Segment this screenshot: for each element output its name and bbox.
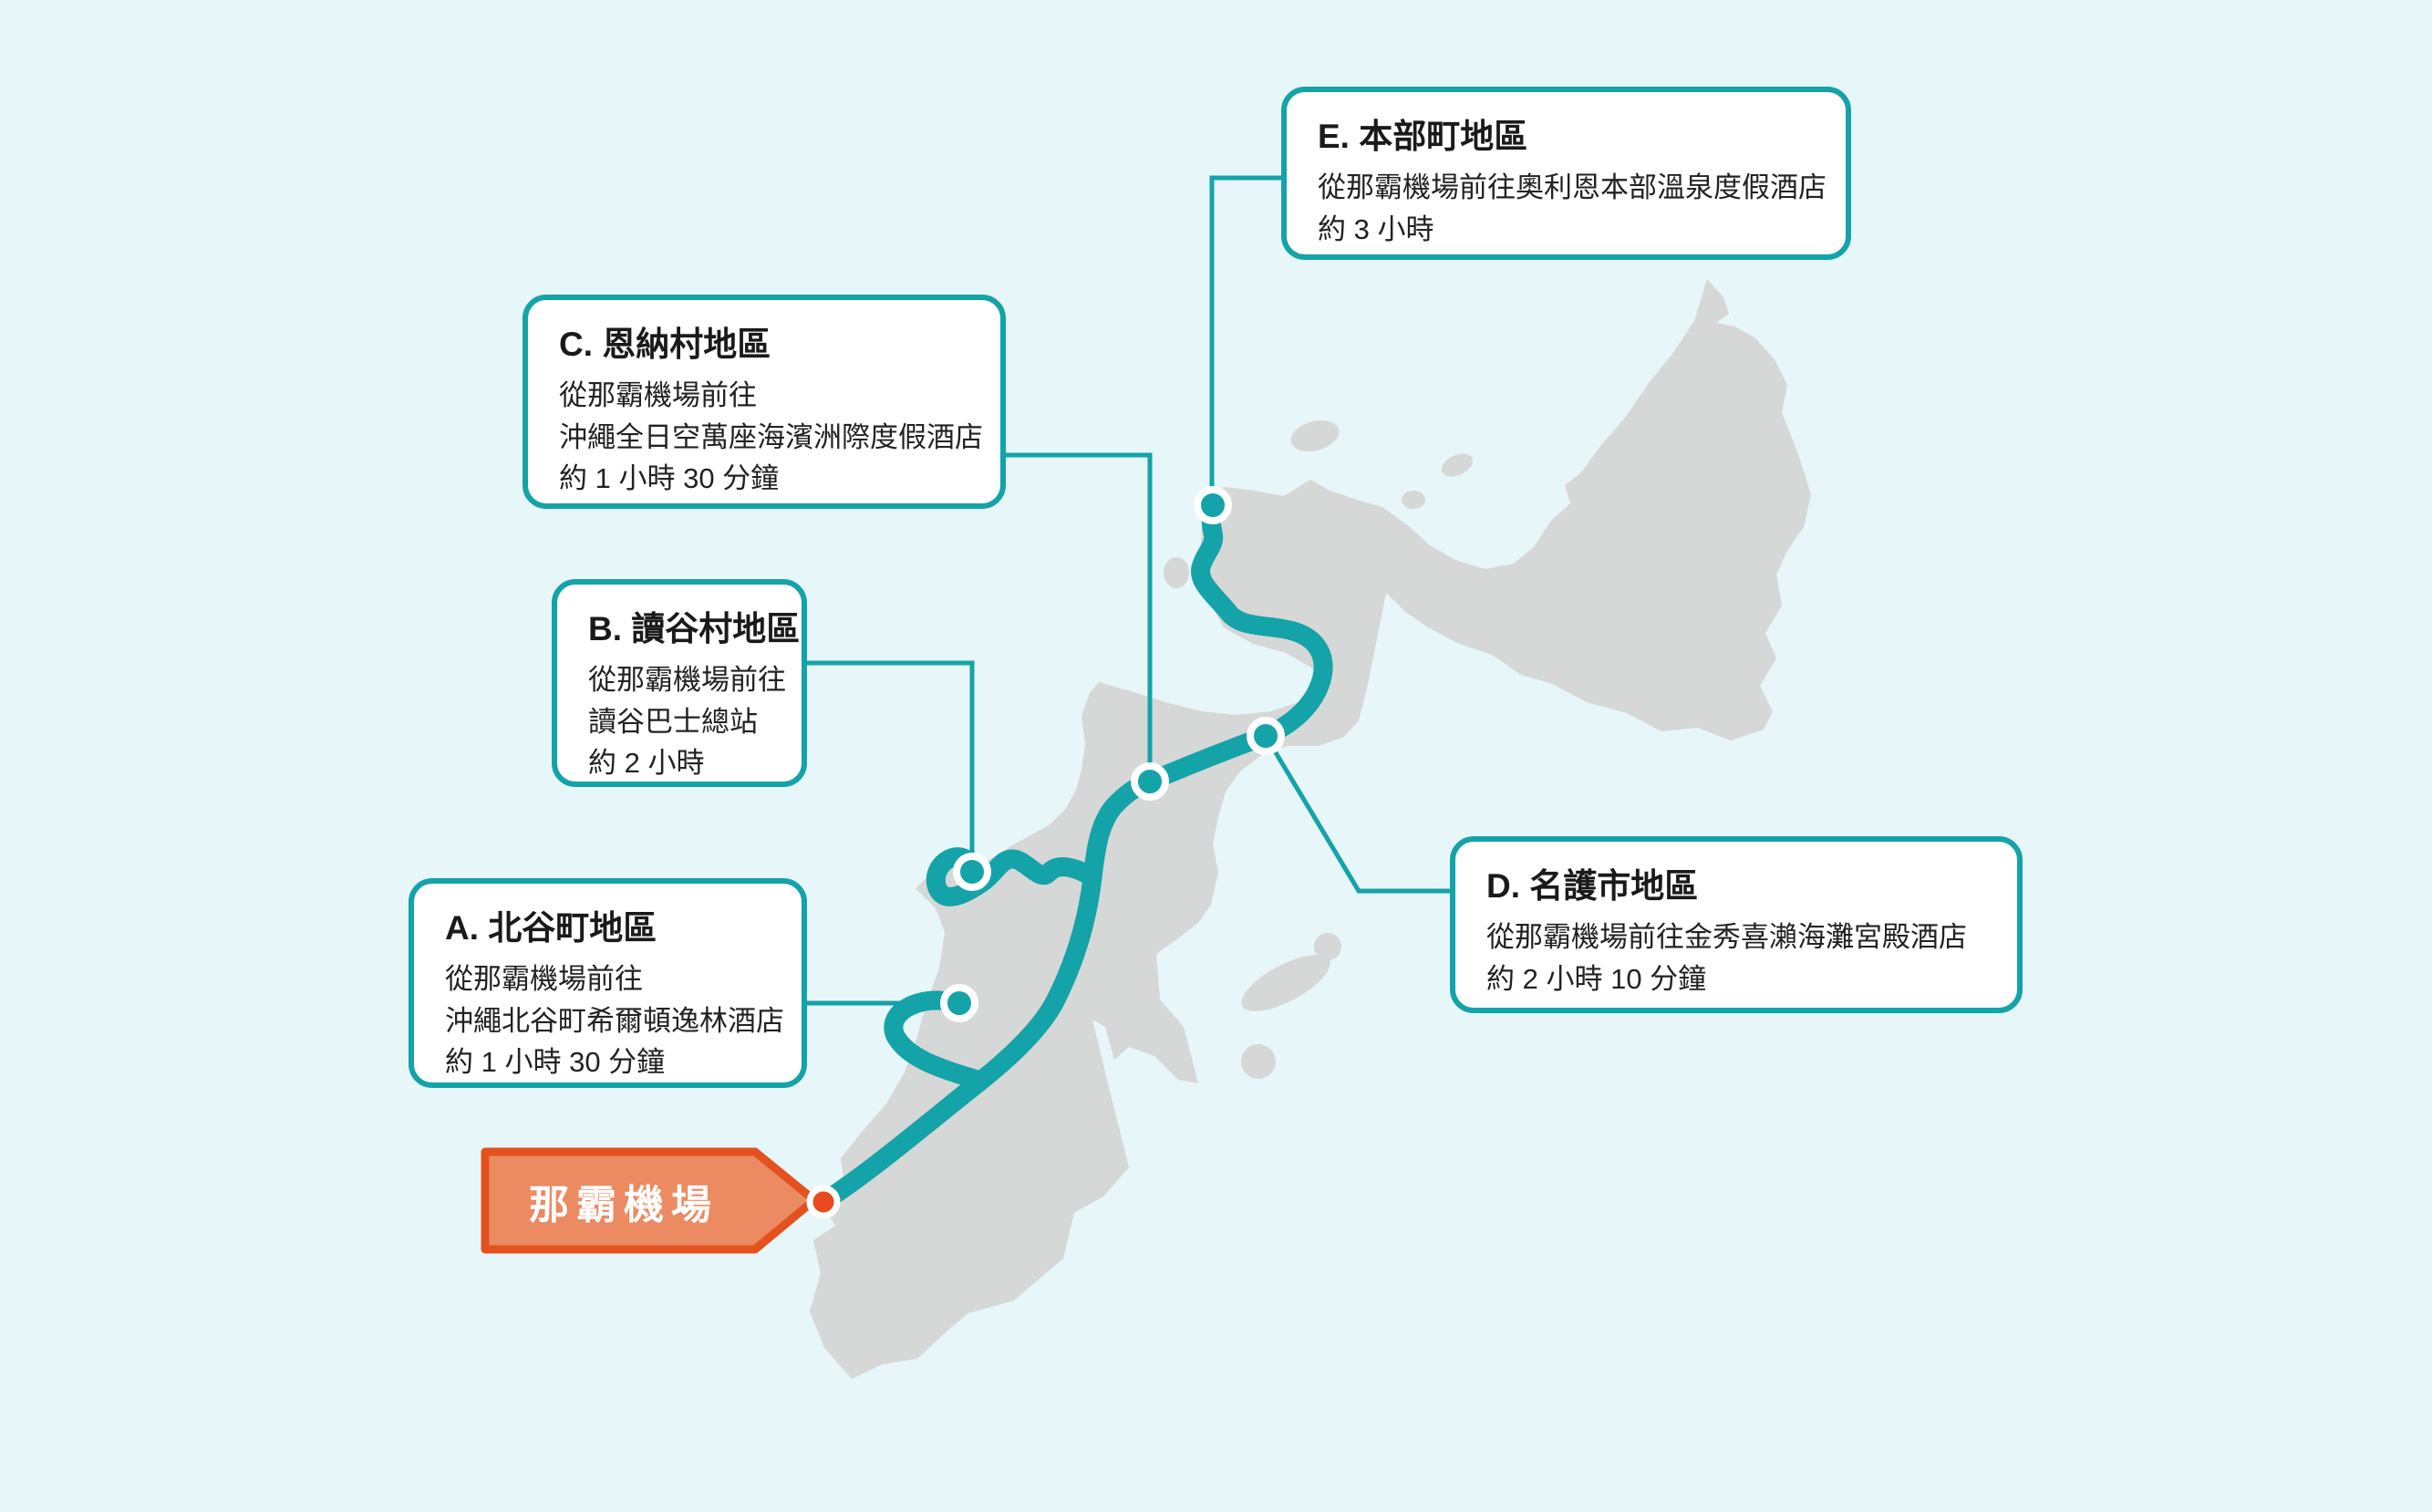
callout-b-line-2: 讀谷巴士總站: [588, 705, 758, 738]
islet-katsuren-knob: [1314, 933, 1341, 960]
islet-north-east-2: [1402, 491, 1425, 509]
callout-b-line-1: 從那霸機場前往: [588, 664, 786, 697]
connector-d: [1263, 734, 1450, 894]
callout-c-title: C. 恩納村地區: [559, 326, 771, 363]
callout-e-title: E. 本部町地區: [1318, 118, 1528, 155]
airport-tag-label: 那霸機場: [529, 1182, 719, 1227]
islet-katsuren-long: [1241, 955, 1330, 1011]
marker-dot-c: [1131, 762, 1169, 801]
callout-b-line-3: 約 2 小時: [588, 747, 705, 780]
connector-b: [807, 660, 975, 872]
callout-d-line-2: 約 2 小時 10 分鐘: [1486, 962, 1707, 995]
islet-tsuken: [1241, 1044, 1276, 1079]
callout-e-line-2: 約 3 小時: [1318, 212, 1434, 245]
callout-area-a: A. 北谷町地區 從那霸機場前往 沖繩北谷町希爾頓逸林酒店 約 1 小時 30 …: [409, 878, 807, 1088]
airport-tag-shape: [481, 1147, 819, 1254]
location-markers: [806, 486, 1285, 1219]
callout-a-line-2: 沖繩北谷町希爾頓逸林酒店: [445, 1004, 784, 1037]
islet-north-east-1: [1442, 453, 1473, 477]
callout-a-title: A. 北谷町地區: [445, 909, 657, 947]
route-main: [813, 496, 1333, 1212]
callout-a-line-3: 約 1 小時 30 分鐘: [445, 1046, 666, 1079]
connector-e: [1209, 175, 1281, 505]
marker-dot-e: [1194, 486, 1232, 524]
marker-dot-d: [1247, 717, 1285, 755]
callout-area-b: B. 讀谷村地區 從那霸機場前往 讀谷巴士總站 約 2 小時: [552, 579, 807, 787]
callout-e-line-1: 從那霸機場前往奧利恩本部溫泉度假酒店: [1318, 171, 1827, 204]
callout-c-line-3: 約 1 小時 30 分鐘: [559, 462, 780, 495]
island-main-landmass: [810, 279, 1811, 1379]
callout-area-d: D. 名護市地區 從那霸機場前往金秀喜瀨海灘宮殿酒店 約 2 小時 10 分鐘: [1450, 836, 2023, 1013]
callout-d-title: D. 名護市地區: [1486, 867, 1699, 905]
route-spur-a: [884, 990, 990, 1091]
marker-dot-airport: [806, 1185, 841, 1219]
islet-ie: [1290, 420, 1340, 451]
callout-c-line-2: 沖繩全日空萬座海濱洲際度假酒店: [559, 420, 983, 453]
island-okinawa: [810, 279, 1811, 1379]
connector-c: [1006, 452, 1153, 782]
callout-a-line-1: 從那霸機場前往: [445, 963, 643, 996]
callout-d-line-1: 從那霸機場前往金秀喜瀨海灘宮殿酒店: [1486, 921, 1967, 954]
islet-sesoko: [1164, 557, 1189, 588]
marker-dot-b: [953, 853, 991, 891]
callout-area-e: E. 本部町地區 從那霸機場前往奧利恩本部溫泉度假酒店 約 3 小時: [1281, 87, 1851, 260]
callout-b-title: B. 讀谷村地區: [588, 610, 801, 647]
callout-area-c: C. 恩納村地區 從那霸機場前往 沖繩全日空萬座海濱洲際度假酒店 約 1 小時 …: [523, 295, 1006, 509]
callout-c-line-1: 從那霸機場前往: [559, 379, 757, 412]
marker-dot-a: [940, 984, 978, 1022]
